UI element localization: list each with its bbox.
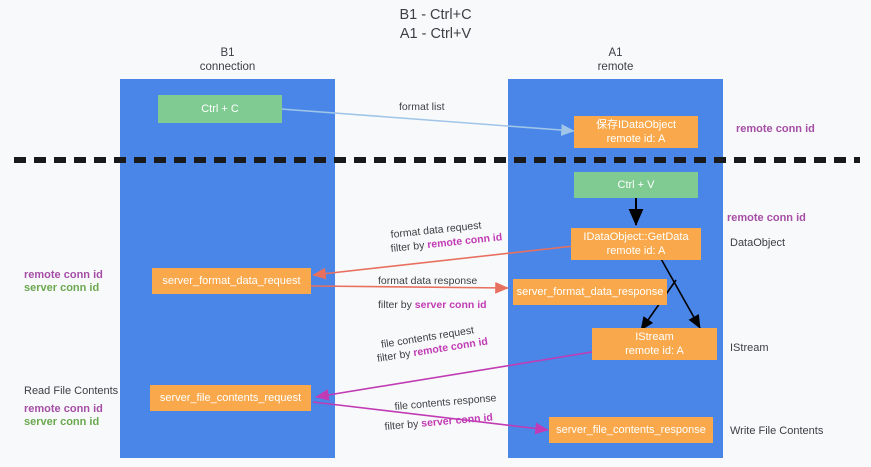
label-istream: IStream xyxy=(730,341,769,355)
label-write-file-contents-text: Write File Contents xyxy=(730,425,824,437)
label-dataobject-text: DataObject xyxy=(730,237,786,249)
label-read-file-contents-text: Read File Contents xyxy=(24,385,119,397)
title-line-2: A1 - Ctrl+V xyxy=(399,26,472,42)
edge-filter-value-2: server conn id xyxy=(414,299,487,311)
node-server-format-data-request-label: server_format_data_request xyxy=(162,275,301,287)
label-left-remote-conn-id-1: remote conn id xyxy=(24,268,103,282)
edge-label-format-data-response-filter: filter by server conn id xyxy=(378,298,487,312)
node-save-idataobject-sub: remote id: A xyxy=(606,133,666,145)
node-ctrl-c-label: Ctrl + C xyxy=(201,103,239,115)
label-left-server-conn-id-2: server conn id xyxy=(24,415,99,429)
edge-label-format-data-response: format data response xyxy=(378,274,477,288)
node-server-format-data-response[interactable]: server_format_data_response xyxy=(513,279,667,305)
node-ctrl-c[interactable]: Ctrl + C xyxy=(158,95,282,123)
label-remote-conn-id-mid-text: remote conn id xyxy=(727,212,806,224)
edge-label-file-contents-response-filter: filter by server conn id xyxy=(384,411,493,434)
lane-a1-sub: remote xyxy=(597,61,634,73)
node-istream-label: IStream xyxy=(635,331,674,343)
node-server-file-contents-response[interactable]: server_file_contents_response xyxy=(549,417,713,443)
edge-label-file-contents-response-text: file contents response xyxy=(394,392,497,413)
node-getdata-sub: remote id: A xyxy=(606,245,666,257)
node-istream[interactable]: IStream remote id: A xyxy=(592,328,717,360)
label-left-remote-conn-id-2-text: remote conn id xyxy=(24,403,103,415)
node-save-idataobject[interactable]: 保存IDataObject remote id: A xyxy=(574,116,698,148)
title-line-1: B1 - Ctrl+C xyxy=(399,7,472,23)
diagram-title: B1 - Ctrl+C A1 - Ctrl+V xyxy=(0,6,871,44)
node-ctrl-v-label: Ctrl + V xyxy=(617,179,655,191)
node-server-format-data-response-label: server_format_data_response xyxy=(516,286,664,298)
label-left-remote-conn-id-2: remote conn id xyxy=(24,402,103,416)
node-server-file-contents-response-label: server_file_contents_response xyxy=(556,424,706,436)
edge-label-format-data-response-text: format data response xyxy=(378,275,478,287)
label-left-server-conn-id-1: server conn id xyxy=(24,281,99,295)
label-remote-conn-id-top-text: remote conn id xyxy=(736,123,815,135)
label-remote-conn-id-top: remote conn id xyxy=(736,122,815,136)
lane-b1-name: B1 xyxy=(220,47,235,59)
edge-filter-value-4: server conn id xyxy=(420,411,494,430)
lane-heading-b1: B1 connection xyxy=(120,46,335,74)
lane-heading-a1: A1 remote xyxy=(508,46,723,74)
node-server-format-data-request[interactable]: server_format_data_request xyxy=(152,268,311,294)
node-getdata-label: IDataObject::GetData xyxy=(583,231,689,243)
node-idataobject-getdata[interactable]: IDataObject::GetData remote id: A xyxy=(571,228,701,260)
label-read-file-contents: Read File Contents xyxy=(24,384,118,398)
node-server-file-contents-request[interactable]: server_file_contents_request xyxy=(150,385,311,411)
label-write-file-contents: Write File Contents xyxy=(730,424,823,438)
node-server-file-contents-request-label: server_file_contents_request xyxy=(159,392,302,404)
label-left-remote-conn-id-1-text: remote conn id xyxy=(24,269,103,281)
edge-label-format-list-text: format list xyxy=(399,101,445,113)
edge-filter-prefix-2: filter by xyxy=(378,299,415,311)
label-left-server-conn-id-1-text: server conn id xyxy=(24,282,100,294)
edge-filter-prefix-1: filter by xyxy=(390,239,428,255)
edge-label-format-list: format list xyxy=(399,100,445,114)
lane-b1-sub: connection xyxy=(199,61,256,73)
lane-a1-name: A1 xyxy=(608,47,623,59)
edge-filter-prefix-4: filter by xyxy=(384,417,422,433)
label-left-server-conn-id-2-text: server conn id xyxy=(24,416,100,428)
node-ctrl-v[interactable]: Ctrl + V xyxy=(574,172,698,198)
label-remote-conn-id-mid: remote conn id xyxy=(727,211,806,225)
node-save-idataobject-label: 保存IDataObject xyxy=(595,119,677,131)
label-dataobject: DataObject xyxy=(730,236,785,250)
label-istream-text: IStream xyxy=(730,342,769,354)
node-istream-sub: remote id: A xyxy=(625,345,684,357)
